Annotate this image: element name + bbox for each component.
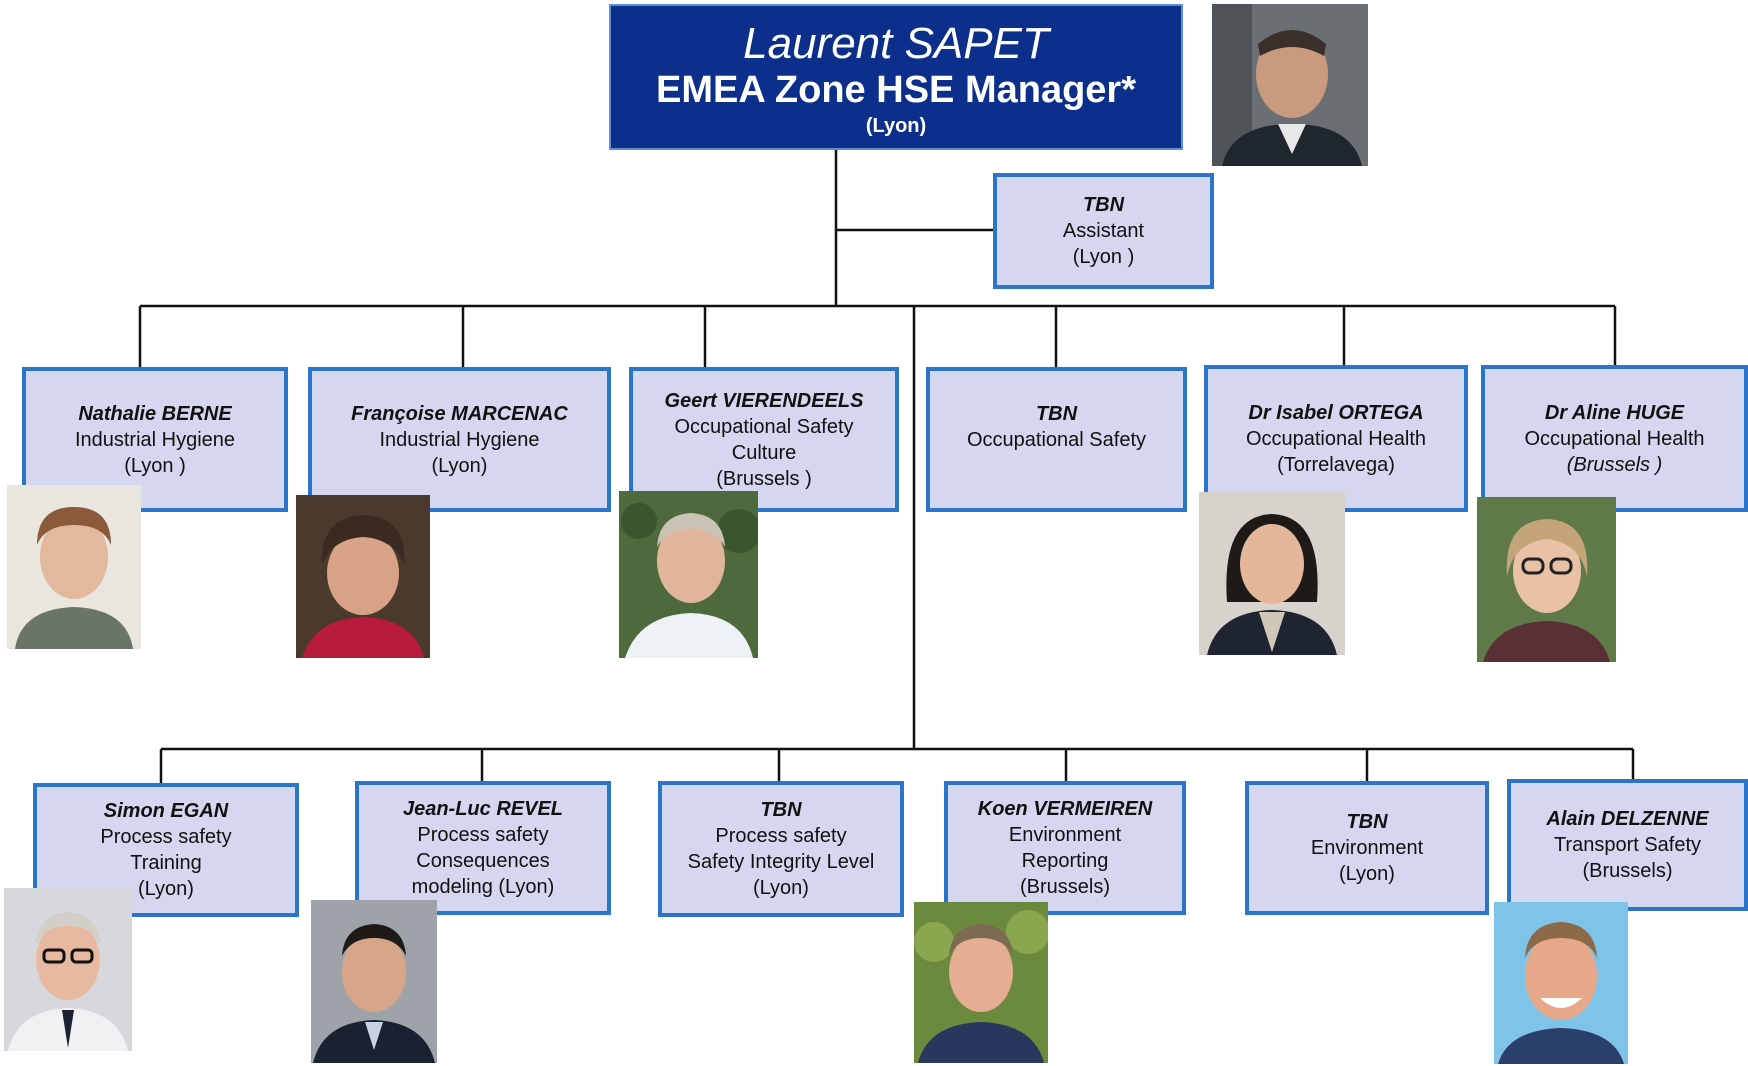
- row2-box-tbn-sil: TBN Process safety Safety Integrity Leve…: [658, 781, 904, 917]
- photo-revel: [311, 900, 437, 1063]
- head-box: Laurent SAPET EMEA Zone HSE Manager* (Ly…: [609, 4, 1183, 150]
- row1-box-tbn-safety: TBN Occupational Safety: [926, 367, 1187, 512]
- photo-vierendeels: [619, 491, 758, 658]
- person-name: Alain DELZENNE: [1546, 808, 1709, 830]
- person-name: Jean-Luc REVEL: [402, 798, 564, 820]
- person-location: (Lyon): [753, 877, 809, 899]
- person-location: (Lyon): [138, 878, 194, 900]
- person-role: Occupational Health: [1245, 427, 1427, 450]
- row1-box-marcenac: Françoise MARCENAC Industrial Hygiene (L…: [308, 367, 611, 512]
- person-role-2: Training: [130, 852, 202, 874]
- person-role-2: Consequences: [416, 850, 550, 872]
- assistant-location: (Lyon ): [1072, 246, 1135, 268]
- person-location: (Lyon): [1339, 863, 1395, 885]
- person-name: TBN: [1346, 811, 1388, 833]
- assistant-name: TBN: [1082, 194, 1125, 216]
- person-role: Occupational Safety: [967, 429, 1146, 451]
- person-name: Simon EGAN: [103, 800, 229, 822]
- photo-berne: [7, 485, 141, 649]
- head-photo: [1212, 4, 1368, 166]
- person-role-2: Reporting: [1021, 850, 1109, 872]
- person-role: Process safety: [417, 824, 549, 846]
- person-role: Process safety: [715, 825, 847, 847]
- row2-box-vermeiren: Koen VERMEIREN Environment Reporting (Br…: [944, 781, 1186, 915]
- assistant-role: Assistant: [1062, 220, 1145, 242]
- head-title: EMEA Zone HSE Manager*: [655, 69, 1136, 111]
- person-role: Environment: [1310, 837, 1424, 859]
- assistant-box: TBN Assistant (Lyon ): [993, 173, 1214, 289]
- person-name: Dr Aline HUGE: [1544, 401, 1685, 424]
- person-location: (Brussels ): [1566, 453, 1663, 476]
- person-role: Environment: [1008, 824, 1122, 846]
- person-location: (Torrelavega): [1277, 453, 1395, 476]
- person-location: (Lyon ): [124, 454, 186, 477]
- photo-huge: [1477, 497, 1616, 662]
- person-role: Occupational Health: [1524, 427, 1705, 450]
- row1-box-huge: Dr Aline HUGE Occupational Health (Bruss…: [1481, 365, 1748, 512]
- person-location: (Brussels): [1019, 876, 1110, 898]
- person-name: Françoise MARCENAC: [351, 402, 568, 425]
- photo-marcenac: [296, 495, 430, 658]
- person-name: TBN: [1035, 403, 1078, 425]
- photo-egan: [4, 888, 132, 1051]
- person-location: (Lyon): [431, 454, 488, 477]
- row1-box-ortega: Dr Isabel ORTEGA Occupational Health (To…: [1204, 365, 1468, 512]
- head-name: Laurent SAPET: [743, 19, 1049, 68]
- row1-box-vierendeels: Geert VIERENDEELS Occupational Safety Cu…: [629, 367, 899, 512]
- row2-box-revel: Jean-Luc REVEL Process safety Consequenc…: [355, 781, 611, 915]
- person-role: Process safety: [100, 826, 232, 848]
- person-role-2: Culture: [731, 441, 797, 464]
- person-role: Occupational Safety: [674, 415, 854, 438]
- person-location: modeling (Lyon): [411, 876, 555, 898]
- person-role: Industrial Hygiene: [379, 428, 540, 451]
- head-location: (Lyon): [865, 115, 927, 137]
- person-location: (Brussels): [1582, 860, 1673, 882]
- person-location: (Brussels ): [716, 467, 812, 490]
- person-name: Dr Isabel ORTEGA: [1248, 401, 1424, 424]
- photo-ortega: [1199, 492, 1345, 655]
- person-name: Nathalie BERNE: [78, 402, 232, 425]
- photo-delzenne: [1494, 902, 1628, 1064]
- row1-box-berne: Nathalie BERNE Industrial Hygiene (Lyon …: [22, 367, 288, 512]
- person-name: Koen VERMEIREN: [977, 798, 1153, 820]
- person-name: TBN: [760, 799, 802, 821]
- row2-box-delzenne: Alain DELZENNE Transport Safety (Brussel…: [1507, 779, 1748, 911]
- person-role: Transport Safety: [1553, 834, 1702, 856]
- person-role-2: Safety Integrity Level: [687, 851, 875, 873]
- person-role: Industrial Hygiene: [74, 428, 236, 451]
- row2-box-tbn-env: TBN Environment (Lyon): [1245, 781, 1489, 915]
- photo-vermeiren: [914, 902, 1048, 1063]
- person-name: Geert VIERENDEELS: [664, 389, 864, 412]
